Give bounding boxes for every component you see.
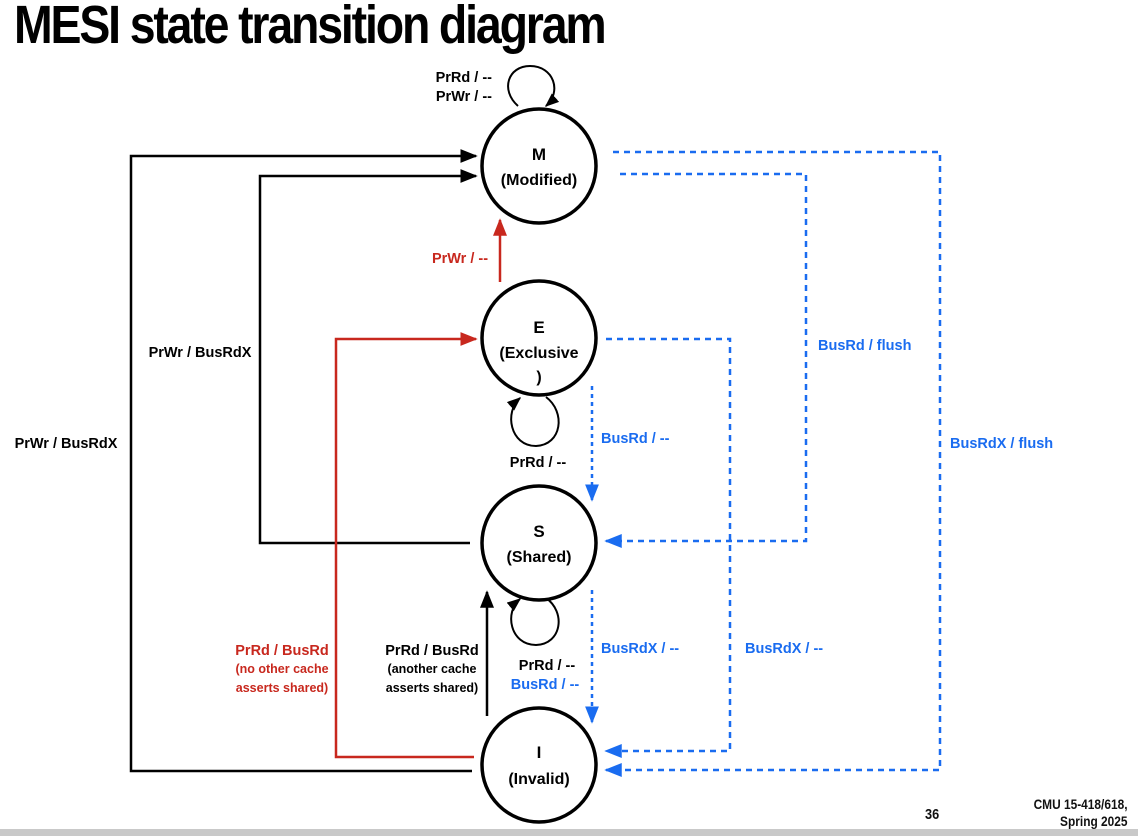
state-e-label-overflow: ) bbox=[536, 369, 541, 386]
state-i-letter: I bbox=[537, 743, 542, 762]
state-s: S (Shared) bbox=[480, 484, 598, 602]
label-s-self-2: BusRd / -- bbox=[511, 677, 580, 693]
edge-m-to-i bbox=[604, 150, 942, 777]
footer-bar bbox=[0, 829, 1138, 836]
edge-e-to-i bbox=[604, 337, 732, 758]
state-e-label: (Exclusive bbox=[499, 345, 578, 362]
edge-s-to-m bbox=[258, 169, 478, 545]
label-e-to-s: BusRd / -- bbox=[601, 431, 670, 447]
label-i-to-s-3: asserts shared) bbox=[386, 681, 478, 695]
slide-title: MESI state transition diagram bbox=[14, 0, 607, 55]
label-i-to-m: PrWr / BusRdX bbox=[15, 436, 118, 452]
label-e-self: PrRd / -- bbox=[510, 455, 567, 471]
label-m-self-2: PrWr / -- bbox=[436, 89, 492, 105]
course-footer: CMU 15-418/618, Spring 2025 bbox=[1034, 796, 1128, 830]
label-m-self-1: PrRd / -- bbox=[436, 70, 493, 86]
label-s-to-i: BusRdX / -- bbox=[601, 641, 679, 657]
state-m: M (Modified) bbox=[480, 107, 598, 225]
state-m-label: (Modified) bbox=[501, 172, 577, 189]
state-s-letter: S bbox=[533, 522, 544, 541]
label-m-to-i: BusRdX / flush bbox=[950, 436, 1053, 452]
page-number: 36 bbox=[925, 806, 940, 823]
course-line-2: Spring 2025 bbox=[1060, 813, 1128, 829]
label-e-to-m: PrWr / -- bbox=[432, 251, 488, 267]
label-e-to-i: BusRdX / -- bbox=[745, 641, 823, 657]
state-i: I (Invalid) bbox=[480, 706, 598, 824]
state-m-letter: M bbox=[532, 145, 546, 164]
label-s-to-m: PrWr / BusRdX bbox=[149, 345, 252, 361]
label-i-to-s-1: PrRd / BusRd bbox=[385, 643, 478, 659]
edge-i-to-e bbox=[334, 332, 478, 759]
edge-m-to-s bbox=[604, 172, 808, 548]
label-i-to-e-2: (no other cache bbox=[235, 662, 328, 676]
state-e-letter: E bbox=[533, 318, 544, 337]
edge-i-to-m bbox=[129, 149, 478, 773]
state-i-label: (Invalid) bbox=[508, 771, 569, 788]
label-i-to-e-1: PrRd / BusRd bbox=[235, 643, 328, 659]
state-s-label: (Shared) bbox=[507, 549, 572, 566]
label-i-to-e-3: asserts shared) bbox=[236, 681, 328, 695]
self-loop-s bbox=[506, 597, 560, 647]
label-i-to-s-2: (another cache bbox=[388, 662, 477, 676]
label-m-to-s: BusRd / flush bbox=[818, 338, 911, 354]
state-e: E (Exclusive ) bbox=[480, 279, 598, 397]
label-s-self-1: PrRd / -- bbox=[519, 658, 576, 674]
self-loop-e bbox=[506, 396, 560, 448]
self-loop-m bbox=[507, 64, 560, 107]
course-line-1: CMU 15-418/618, bbox=[1034, 796, 1128, 812]
